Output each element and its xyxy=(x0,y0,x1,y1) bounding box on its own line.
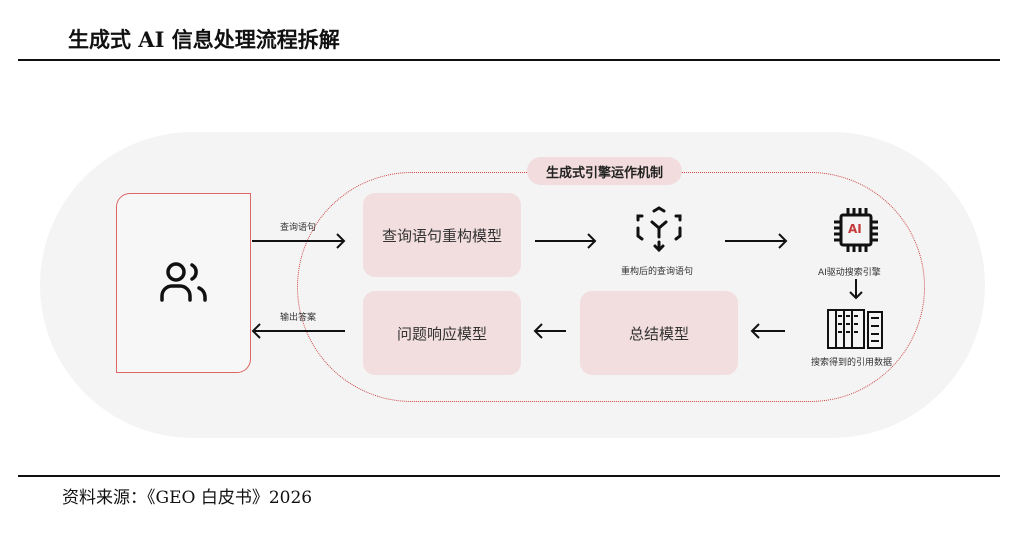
arrow-right-icon xyxy=(535,233,597,249)
ai-chip-icon: AI xyxy=(833,207,879,253)
rewrite-transform-icon xyxy=(636,206,682,253)
page-title: 生成式 AI 信息处理流程拆解 xyxy=(68,27,340,52)
response-model-box: 问题响应模型 xyxy=(363,291,521,375)
ai-chip-text: AI xyxy=(848,222,862,236)
query-label: 查询语句 xyxy=(280,223,317,233)
user-box xyxy=(116,193,251,373)
summary-model-box: 总结模型 xyxy=(580,291,738,375)
arrow-left-icon xyxy=(750,323,785,339)
rewritten-query-label: 重构后的查询语句 xyxy=(621,267,694,277)
title-divider xyxy=(18,59,1000,61)
cited-data-label: 搜索得到的引用数据 xyxy=(811,358,893,368)
footer-divider xyxy=(18,475,1000,477)
arrow-down-icon xyxy=(849,279,863,300)
engine-label: 生成式引擎运作机制 xyxy=(527,157,682,185)
source-note: 资料来源：《GEO 白皮书》2026 xyxy=(62,488,313,508)
users-icon xyxy=(159,262,207,302)
arrow-left-icon xyxy=(533,323,566,339)
output-label: 输出答案 xyxy=(280,313,317,323)
ai-search-engine-label: AI驱动搜索引擎 xyxy=(818,268,881,278)
query-rewrite-model-box: 查询语句重构模型 xyxy=(363,193,521,277)
arrow-right-icon xyxy=(252,233,346,249)
arrow-right-icon xyxy=(725,233,788,249)
arrow-left-icon xyxy=(251,323,345,339)
database-servers-icon xyxy=(827,309,883,349)
